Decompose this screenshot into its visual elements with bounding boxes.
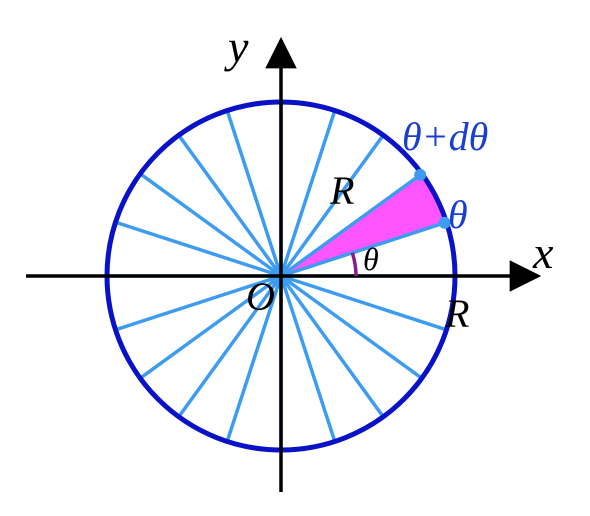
origin-label: O xyxy=(246,274,275,319)
theta-plus-dtheta-point xyxy=(414,168,427,181)
theta-point xyxy=(438,216,451,229)
spoke-line xyxy=(279,173,422,278)
spoke-line xyxy=(140,274,283,379)
spoke-line xyxy=(116,274,282,331)
shaded-sector xyxy=(281,174,445,276)
spoke-line xyxy=(280,274,446,331)
spoke-line xyxy=(279,111,336,277)
spoke-line xyxy=(116,221,282,278)
y-axis-label: y xyxy=(224,21,249,72)
spoke-line xyxy=(226,275,283,441)
spoke-line xyxy=(279,274,422,379)
theta-angle-arc xyxy=(350,252,358,277)
theta-plus-dtheta-label: θ+dθ xyxy=(402,114,488,159)
spoke-line xyxy=(140,173,283,278)
x-axis-label: x xyxy=(532,227,554,278)
spoke-line xyxy=(178,274,283,417)
theta-angle-label: θ xyxy=(363,241,379,277)
radius-label-sector: R xyxy=(329,168,354,213)
spoke-line xyxy=(279,275,336,441)
spoke-line xyxy=(226,111,283,277)
radius-label-axis: R xyxy=(444,291,469,336)
spoke-line xyxy=(178,135,283,278)
spoke-line xyxy=(279,274,384,417)
spoke-line xyxy=(280,221,446,278)
theta-point-label: θ xyxy=(448,192,468,237)
spoke-line xyxy=(279,135,384,278)
